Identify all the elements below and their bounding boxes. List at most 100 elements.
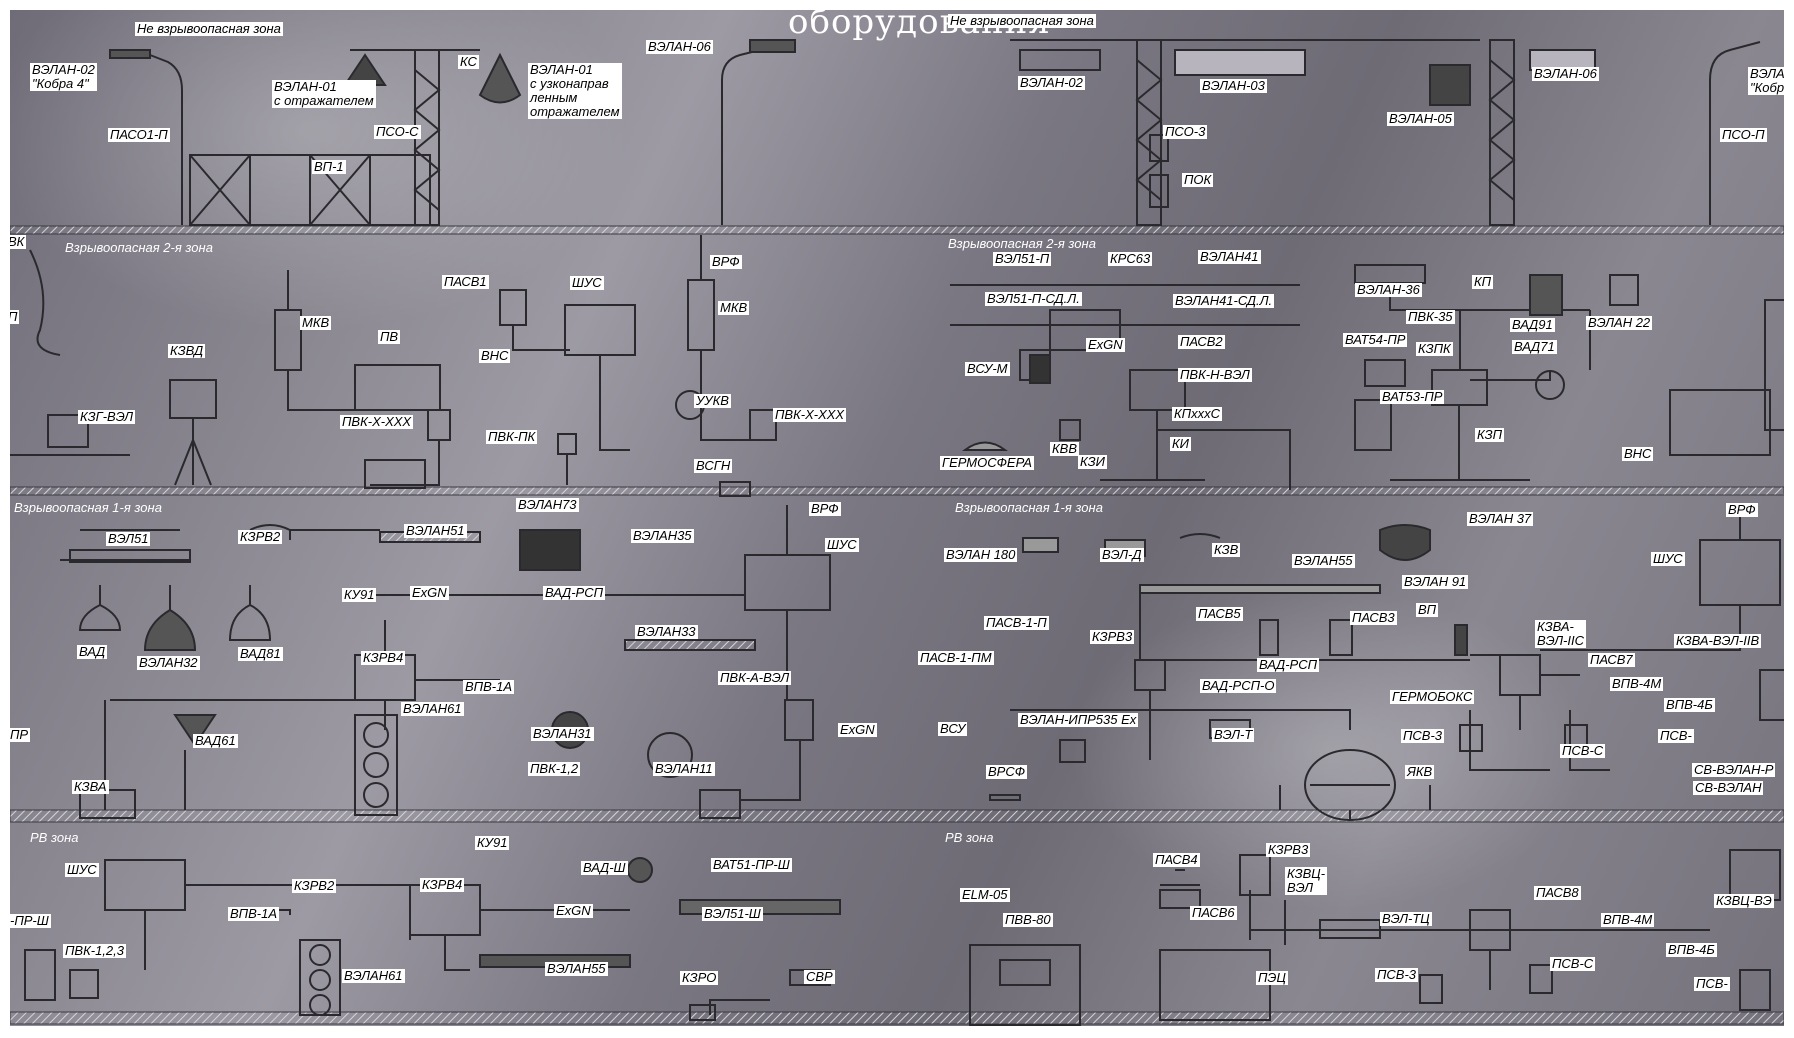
equipment-label: ШУС: [1651, 551, 1685, 566]
equipment-label: ВПВ-4М: [1601, 912, 1655, 927]
equipment-label: КУ91: [475, 835, 510, 850]
equipment-label: ПВК-1,2: [528, 761, 581, 776]
equipment-label: ВП: [1416, 602, 1439, 617]
equipment-label: ВЭЛАН-02: [1018, 75, 1085, 90]
equipment-label: ВРФ: [809, 501, 841, 516]
equipment-label: ВПВ-4Б: [1664, 697, 1715, 712]
equipment-label: ПОК: [1182, 172, 1214, 187]
zone-label-ex1-right: Взрывоопасная 1-я зона: [955, 500, 1103, 515]
equipment-label: ВСУ-М: [965, 361, 1010, 376]
equipment-label: КЗВЦ-ВЭ: [1714, 893, 1774, 908]
equipment-label: КЗВА- ВЭЛ-IIС: [1535, 619, 1586, 648]
equipment-label: ПАСВ2: [1178, 334, 1225, 349]
equipment-label: ВАД-РСП: [1257, 657, 1320, 672]
equipment-label: ВЭЛАН55: [545, 961, 608, 976]
equipment-label: КПхххС: [1172, 406, 1222, 421]
equipment-label: ПСВ-: [1658, 728, 1694, 743]
equipment-label: ВАТ54-ПР: [1343, 332, 1408, 347]
equipment-label: ВЭЛАН-06: [646, 39, 713, 54]
zone-label-ex2-left: Взрывоопасная 2-я зона: [65, 240, 213, 255]
equipment-label: КЗГ-ВЭЛ: [78, 409, 136, 424]
equipment-label: ВПВ-1А: [463, 679, 514, 694]
equipment-label: ВПВ-1А: [228, 906, 279, 921]
equipment-label: ПВК-А-ВЭЛ: [718, 670, 792, 685]
equipment-label: ВЭЛАН-ИПР535 Ех: [1018, 712, 1139, 727]
equipment-label: ВСГН: [694, 458, 733, 473]
equipment-label: ПВК-ПК: [486, 429, 538, 444]
zone-label-safe-left: Не взрывоопасная зона: [135, 21, 283, 36]
equipment-label: ВЭЛАН51: [404, 523, 467, 538]
equipment-label: КЗРО: [680, 970, 719, 985]
equipment-label: ВАД91: [1510, 317, 1555, 332]
equipment-label: ВЭЛАН 180: [944, 547, 1018, 562]
equipment-label: ПАСВ4: [1153, 852, 1200, 867]
equipment-label: ВЭЛАН61: [342, 968, 405, 983]
equipment-label: П: [10, 310, 20, 324]
equipment-label: КП: [1472, 274, 1494, 289]
equipment-label: СВР: [804, 969, 835, 984]
equipment-label: ВНС: [479, 348, 511, 363]
equipment-label: ВАД71: [1512, 339, 1557, 354]
equipment-label: ВПВ-4М: [1610, 676, 1664, 691]
equipment-label: ExGN: [838, 722, 877, 737]
equipment-label: ПВВ-80: [1003, 912, 1053, 927]
equipment-label: ВЭЛА "Кобр: [1748, 67, 1784, 95]
equipment-label: ВЭЛАН35: [631, 528, 694, 543]
equipment-label: ПАСВ6: [1190, 905, 1237, 920]
equipment-label: КЗВА: [72, 779, 109, 794]
equipment-label: ПАСВ8: [1534, 885, 1581, 900]
equipment-label: ВНС: [1622, 446, 1654, 461]
zone-label-rv-right: РВ зона: [945, 830, 994, 845]
zone-label-rv-left: РВ зона: [30, 830, 79, 845]
equipment-label: ПАСВ5: [1196, 606, 1243, 621]
equipment-label: ПСО-П: [1720, 127, 1767, 142]
equipment-label: ПСВ-: [1694, 976, 1730, 991]
equipment-label: ПАСВ3: [1350, 610, 1397, 625]
equipment-label: ШУС: [65, 862, 99, 877]
equipment-label: КВВ: [1050, 441, 1080, 456]
equipment-label: ПАСВ-1-ПМ: [918, 650, 994, 665]
equipment-label: ВЭЛ51-Ш: [702, 906, 763, 921]
equipment-label: ВЭЛАН32: [137, 655, 200, 670]
equipment-label: ПВК-1,2,3: [63, 943, 126, 958]
equipment-label: КИ: [1170, 436, 1191, 451]
equipment-label: КЗВ: [1212, 542, 1241, 557]
equipment-label: ПСВ-С: [1550, 956, 1596, 971]
equipment-label: ВЭЛАН-03: [1200, 78, 1267, 93]
equipment-label: КЗРВ2: [292, 878, 337, 893]
equipment-label: ВЭЛАН 91: [1402, 574, 1469, 589]
equipment-label: ВК: [10, 235, 27, 249]
equipment-label: ВРСФ: [986, 764, 1028, 779]
diagram-canvas: оборудования Не взрывоопасная зона Не вз…: [10, 10, 1784, 1026]
equipment-label: КЗВД: [168, 343, 206, 358]
equipment-label: ExGN: [1086, 337, 1125, 352]
equipment-label: МКВ: [300, 315, 332, 330]
equipment-label: ПАСВ7: [1588, 652, 1635, 667]
equipment-label: ВАД-Ш: [581, 860, 628, 875]
equipment-label: ПЭЦ: [1256, 970, 1288, 985]
equipment-label: -ПР-Ш: [10, 913, 51, 928]
zone-label-ex1-left: Взрывоопасная 1-я зона: [14, 500, 162, 515]
equipment-label: ПР: [10, 727, 31, 742]
equipment-label: КЗРВ4: [420, 877, 465, 892]
equipment-label: ВАТ53-ПР: [1380, 389, 1445, 404]
floor-bands: [10, 225, 1784, 1025]
equipment-label: СВ-ВЭЛАН: [1693, 780, 1764, 795]
equipment-label: ПСВ-3: [1401, 728, 1445, 743]
equipment-label: ВЭЛ-Т: [1212, 727, 1255, 742]
equipment-label: ПВК-Н-ВЭЛ: [1178, 367, 1252, 382]
equipment-label: ВЭЛАН-02 "Кобра 4": [30, 62, 97, 91]
equipment-label: ВАД61: [193, 733, 238, 748]
equipment-label: ВАД-РСП: [543, 585, 606, 600]
equipment-label: ВЭЛАН 37: [1467, 511, 1534, 526]
equipment-label: ПВК-Х-ХХХ: [340, 414, 414, 429]
equipment-label: КЗРВ4: [361, 650, 406, 665]
equipment-label: КЗП: [1475, 427, 1505, 442]
equipment-label: ВПВ-4Б: [1666, 942, 1717, 957]
equipment-label: ВЭЛАН11: [653, 761, 715, 776]
equipment-label: ПСО-С: [374, 124, 421, 139]
zone-label-safe-right: Не взрывоопасная зона: [948, 13, 1096, 28]
equipment-label: КЗРВ3: [1090, 629, 1135, 644]
equipment-label: КЗПК: [1416, 341, 1453, 356]
equipment-label: ВЭЛ-ТЦ: [1380, 911, 1432, 926]
